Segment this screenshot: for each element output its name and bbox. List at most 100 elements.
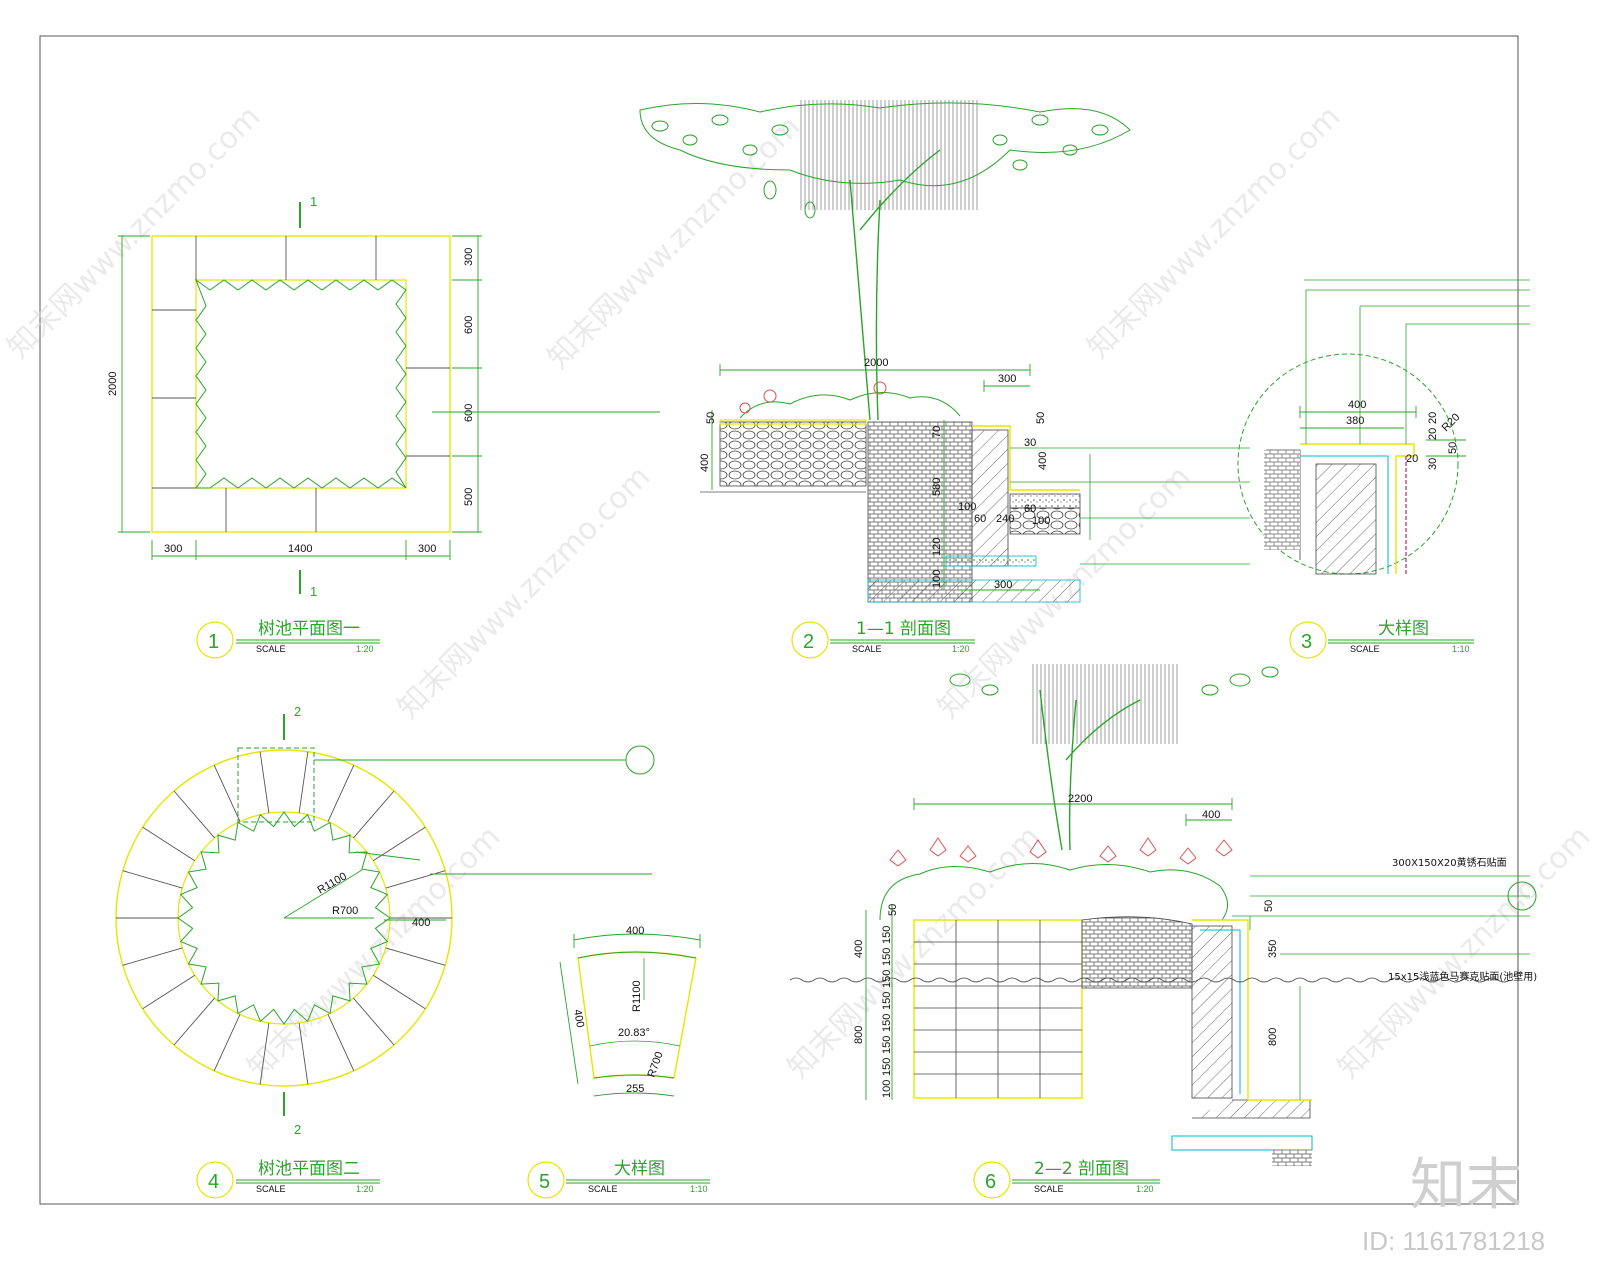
drawing-number: 1: [208, 631, 219, 653]
watermark-text: 知末网www.znzmo.com: [1081, 99, 1347, 365]
dim-angle: 20.83°: [618, 1027, 650, 1039]
dim-i: 300: [994, 579, 1012, 591]
dim-a: 400: [1348, 399, 1366, 411]
paver-joint: [298, 1022, 309, 1085]
scale-value: 1:10: [1452, 644, 1470, 654]
dim-r1: R1100: [316, 870, 349, 896]
paver-joint: [142, 974, 196, 1010]
dim-c3: 800: [1267, 1028, 1279, 1046]
watermark-text: 知末网www.znzmo.com: [1, 99, 267, 365]
dim-r4: 500: [463, 488, 475, 506]
watermark-text: 知末网www.znzmo.com: [541, 109, 807, 375]
scale-value: 1:20: [1136, 1184, 1154, 1194]
dim-r2: 600: [463, 316, 475, 334]
paver-joint: [298, 751, 309, 814]
drawing-number: 3: [1301, 631, 1312, 653]
dim-b: 380: [1346, 415, 1364, 427]
dim-b: 30: [1024, 437, 1036, 449]
drawing-number: 6: [985, 1171, 996, 1193]
dim-r1: 300: [463, 248, 475, 266]
dim-e: 60: [974, 513, 986, 525]
scale-label: SCALE: [1350, 644, 1380, 654]
paver-joint: [122, 870, 183, 889]
scale-label: SCALE: [1034, 1184, 1064, 1194]
drawing-title: 1—1 剖面图: [856, 619, 951, 639]
note-facing: 300X150X20黄锈石贴面: [1392, 856, 1507, 869]
dim-h3: 800: [853, 1026, 865, 1044]
scale-label: SCALE: [852, 644, 882, 654]
section-mark: 1: [310, 194, 317, 209]
dim-v3: 120: [931, 538, 943, 556]
dim-c: 400: [1037, 452, 1049, 470]
drawing-5-segment-detail: 400 400 R1100 20.83° R700 255 5 大样图 SCAL…: [527, 925, 710, 1199]
dim-width: 2000: [864, 357, 888, 369]
section-mark: 2: [294, 704, 301, 719]
dim-r2: R700: [646, 1050, 666, 1079]
section-mark: 2: [294, 1122, 301, 1137]
dim-row: 150: [881, 970, 893, 988]
image-id: ID: 1161781218: [1362, 1226, 1545, 1256]
drawing-2-section-1-1: 2000 300 50 400 70 580 120 100 50 30 400…: [639, 100, 1250, 659]
drawing-4-round-plan: R1100 R700 400 2 2 4 树池平面图二 SCALE 1:20: [115, 704, 655, 1199]
tree-canopy: [639, 100, 1131, 421]
dim-h1: 50: [705, 412, 717, 424]
dim-width2: 300: [998, 373, 1016, 385]
paver-joint: [213, 765, 241, 822]
dim-w: 400: [412, 917, 430, 929]
dim-row: 100: [881, 1080, 893, 1098]
brand-logo-text: 知末: [1410, 1153, 1522, 1218]
dim-h1: 50: [887, 904, 899, 916]
dim-b3: 300: [418, 543, 436, 555]
dim-h2: 400: [853, 940, 865, 958]
scale-label: SCALE: [588, 1184, 618, 1194]
drawing-1-square-plan: 2000 300 600 600 500 300 1400 300 1 1 1 …: [107, 194, 660, 659]
paver-joint: [372, 826, 426, 862]
sheet-border: [39, 35, 1519, 1205]
scale-value: 1:20: [356, 1184, 374, 1194]
dim-b2: 1400: [288, 543, 312, 555]
drawing-number: 2: [803, 631, 814, 653]
scale-value: 1:20: [356, 644, 374, 654]
paver-joint: [173, 997, 215, 1046]
dim-a: 50: [1035, 412, 1047, 424]
drawing-title: 大样图: [614, 1159, 665, 1179]
paver-joint: [353, 790, 395, 839]
dim-h: 20: [1406, 453, 1418, 465]
scale-label: SCALE: [256, 644, 286, 654]
paver-joint: [142, 826, 196, 862]
dim-f: 50: [1447, 442, 1459, 454]
dim-row: 150: [881, 992, 893, 1010]
dim-h: 100: [1032, 515, 1050, 527]
dim-width: 2200: [1068, 793, 1092, 805]
dim-row: 150: [881, 926, 893, 944]
paver-joint: [213, 1014, 241, 1071]
dim-r2: R700: [332, 905, 358, 917]
paver-joint: [327, 765, 355, 822]
watermark-layer: 知末网www.znzmo.com 知末网www.znzmo.com 知末网www…: [1, 99, 1597, 1085]
paver-joint: [327, 1014, 355, 1071]
dim-c: R20: [1440, 411, 1463, 434]
dim-d: 100: [958, 501, 976, 513]
dim-g: 30: [1427, 458, 1439, 470]
dim-bottom: 255: [626, 1083, 644, 1095]
paver-joint: [353, 997, 395, 1046]
paver-joint: [372, 974, 426, 1010]
drawing-title: 树池平面图二: [258, 1159, 360, 1179]
dim-total-height: 2000: [107, 372, 119, 396]
scale-label: SCALE: [256, 1184, 286, 1194]
dim-side: 400: [571, 1008, 586, 1028]
paver-joint: [122, 947, 183, 966]
dim-v4: 100: [931, 570, 943, 588]
dim-c2: 350: [1267, 940, 1279, 958]
dim-row: 150: [881, 1036, 893, 1054]
dim-b1: 300: [164, 543, 182, 555]
dim-width2: 400: [1202, 809, 1220, 821]
watermark-text: 知末网www.znzmo.com: [391, 459, 657, 725]
drawing-title: 大样图: [1378, 619, 1429, 639]
dim-f: 240: [996, 513, 1014, 525]
dim-h2: 400: [699, 454, 711, 472]
dim-v1: 70: [931, 426, 943, 438]
dim-g: 60: [1024, 503, 1036, 515]
scale-value: 1:10: [690, 1184, 708, 1194]
